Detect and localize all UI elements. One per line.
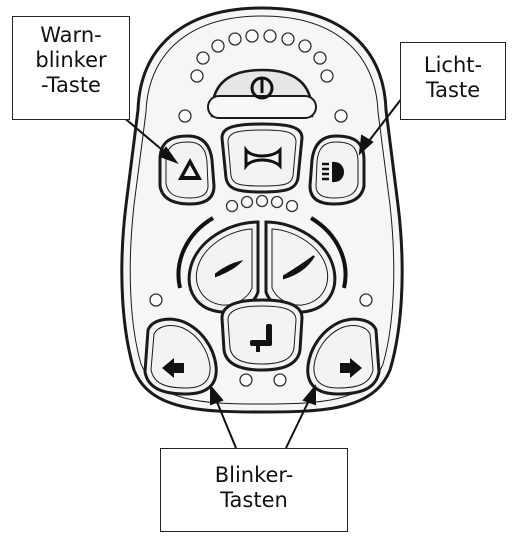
speed-increase-button[interactable] bbox=[264, 220, 337, 314]
hazard-triangle-icon bbox=[178, 158, 202, 180]
power-button[interactable] bbox=[207, 68, 317, 119]
speed-decrease-icon bbox=[215, 260, 244, 278]
light-button[interactable] bbox=[308, 134, 366, 206]
seat-button[interactable] bbox=[220, 298, 304, 372]
light-button-callout: Licht- Taste bbox=[400, 42, 506, 120]
panel-outline bbox=[120, 6, 404, 414]
hazard-button[interactable] bbox=[158, 134, 216, 206]
panel-inner-outline bbox=[129, 15, 395, 405]
headlight-icon bbox=[322, 161, 344, 183]
left-indicator-button[interactable] bbox=[143, 317, 218, 396]
callout-leaders bbox=[121, 97, 403, 449]
callout-line: Taste bbox=[425, 78, 481, 103]
hazard-button-callout: Warn- blinker -Taste bbox=[12, 16, 130, 120]
right-indicator-button[interactable] bbox=[306, 317, 381, 396]
callout-line: Licht- bbox=[423, 53, 483, 77]
callout-line: Blinker- bbox=[214, 463, 294, 487]
horn-button[interactable] bbox=[220, 122, 304, 194]
battery-led-arc bbox=[190, 29, 334, 83]
status-leds bbox=[178, 109, 348, 123]
callout-line: Warn- bbox=[40, 23, 102, 47]
power-icon bbox=[250, 76, 274, 100]
speed-arc-left bbox=[176, 216, 215, 289]
callout-line: Tasten bbox=[220, 488, 288, 513]
indicator-buttons-callout: Blinker- Tasten bbox=[160, 448, 348, 532]
speed-increase-icon bbox=[283, 255, 315, 280]
speed-led-row bbox=[225, 194, 299, 213]
lower-leds bbox=[149, 293, 373, 387]
arrow-left-icon bbox=[162, 358, 184, 378]
horn-icon bbox=[244, 145, 282, 171]
callout-line: blinker bbox=[35, 48, 107, 73]
arrow-right-icon bbox=[340, 358, 362, 378]
seat-icon bbox=[250, 324, 272, 352]
speed-arc-right bbox=[309, 216, 348, 289]
callout-line: -Taste bbox=[41, 73, 101, 98]
speed-decrease-button[interactable] bbox=[187, 220, 260, 314]
